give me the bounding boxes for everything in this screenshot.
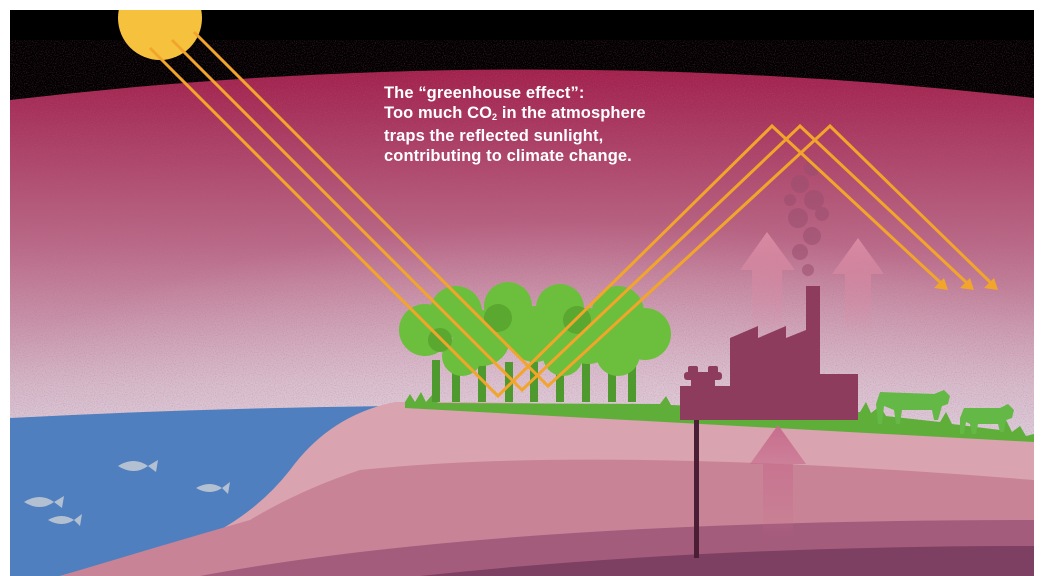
ray-arrow-icon: [934, 278, 998, 290]
cow-icon: [876, 390, 1014, 434]
caption-line-2-suffix: in the atmosphere: [497, 103, 646, 122]
caption-line-1: The “greenhouse effect”:: [384, 84, 585, 102]
land-layer-core: [420, 546, 1034, 576]
caption-line-3: traps the reflected sunlight,: [384, 127, 604, 145]
up-arrow-icon: [832, 238, 884, 336]
co2-subscript: 2: [492, 111, 498, 122]
tree-icon: [399, 282, 671, 402]
factory-icon: [680, 286, 858, 420]
smoke: [784, 160, 829, 276]
greenhouse-caption: The “greenhouse effect”: Too much CO2 in…: [384, 84, 724, 166]
ocean: [10, 406, 395, 576]
caption-line-2-prefix: Too much CO: [384, 103, 493, 122]
up-arrow-icon: [740, 232, 795, 336]
caption-line-4: contributing to climate change.: [384, 146, 632, 165]
oil-pump-icon: [684, 366, 722, 558]
up-arrow-icon: [750, 425, 806, 540]
caption-line-2: Too much CO2 in the atmosphere: [384, 104, 724, 128]
fish-icon: [24, 460, 230, 526]
sun-rays: [148, 30, 994, 399]
